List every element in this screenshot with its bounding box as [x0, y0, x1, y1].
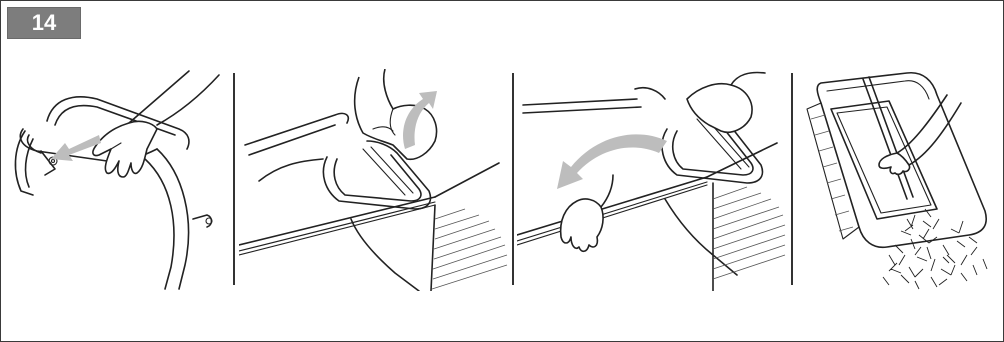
mower-handle-illustration — [14, 70, 220, 290]
illustration-panel-4 — [797, 69, 997, 291]
empty-catcher-illustration — [806, 71, 988, 290]
curved-arrow-icon — [557, 134, 667, 189]
illustration-panel-2 — [239, 69, 509, 291]
step-number-badge: 14 — [7, 7, 81, 39]
catcher-side-pattern — [806, 102, 860, 240]
panel-divider — [791, 73, 793, 285]
illustration-panel-3 — [517, 69, 787, 291]
remove-catcher-illustration — [517, 71, 786, 291]
push-arrow-icon — [51, 135, 101, 161]
panel-divider — [233, 73, 235, 285]
catcher-hatching — [712, 186, 786, 280]
lift-arrow-icon — [403, 91, 437, 149]
grass-clippings — [882, 208, 988, 290]
illustration-panel-1 — [7, 69, 229, 291]
catcher-lid-illustration — [239, 69, 508, 291]
panel-divider — [512, 73, 514, 285]
catcher-hatching — [431, 208, 508, 290]
